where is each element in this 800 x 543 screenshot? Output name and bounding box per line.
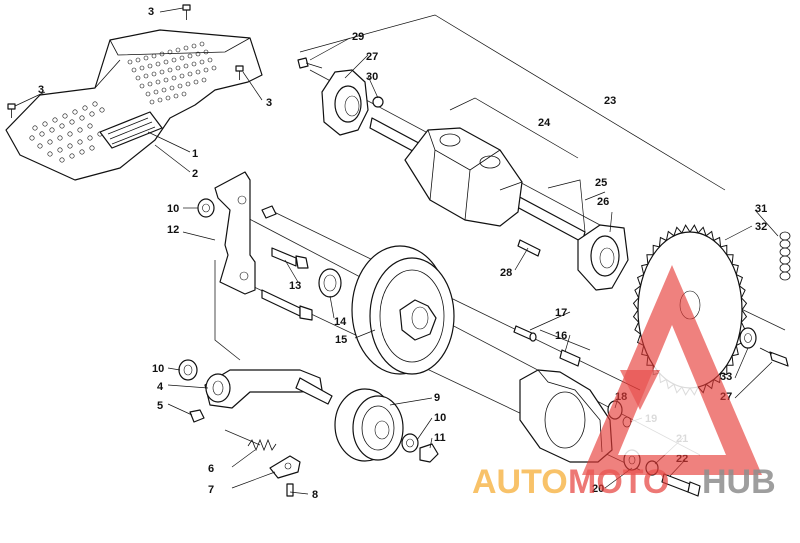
watermark: AUTO MOTO HUB xyxy=(472,265,776,501)
pin-8 xyxy=(286,483,294,497)
callout-29: 29 xyxy=(352,31,364,43)
sprocket-tooth xyxy=(681,224,691,234)
bracket-plate xyxy=(214,171,277,295)
callout-4: 4 xyxy=(157,381,164,393)
callout-3-left: 3 xyxy=(38,84,44,96)
nut-30 xyxy=(372,96,384,108)
watermark-triangle-inner xyxy=(618,325,726,455)
callout-15: 15 xyxy=(335,334,347,346)
callout-3-right: 3 xyxy=(266,97,272,109)
sprocket-tooth xyxy=(741,309,748,323)
skid-plate xyxy=(5,29,263,181)
callout-12: 12 xyxy=(167,224,179,236)
callout-32: 32 xyxy=(755,221,767,233)
bushing-16a xyxy=(559,349,581,367)
callout-33: 33 xyxy=(720,371,732,383)
screw-3-right xyxy=(235,65,244,80)
sprocket-tooth xyxy=(632,297,639,311)
nut-5 xyxy=(189,409,205,423)
watermark-hub: HUB xyxy=(702,463,776,501)
watermark-triangle-gap xyxy=(620,370,660,410)
screw-3-top xyxy=(182,4,191,20)
callout-23: 23 xyxy=(604,95,616,107)
washer-10-top xyxy=(197,198,215,218)
callout-20: 20 xyxy=(592,483,604,495)
assembly-bracket-23 xyxy=(299,14,726,191)
drive-wheel xyxy=(351,245,455,375)
decal xyxy=(99,111,163,149)
callout-24: 24 xyxy=(538,117,551,129)
sprocket-tooth xyxy=(634,321,641,335)
assembly-bracket-24 xyxy=(449,97,579,159)
drive-sprocket-hub-24 xyxy=(404,127,523,227)
callout-25: 25 xyxy=(595,177,607,189)
callout-28: 28 xyxy=(500,267,512,279)
callout-9: 9 xyxy=(434,392,440,404)
callout-10-top: 10 xyxy=(167,203,179,215)
callout-10-left: 10 xyxy=(152,363,164,375)
bearing-housing-27-upper xyxy=(321,69,369,136)
idler-wheel xyxy=(334,388,404,462)
callout-27-top: 27 xyxy=(366,51,378,63)
callout-17: 17 xyxy=(555,307,567,319)
callout-10-right: 10 xyxy=(434,412,446,424)
idler-arm xyxy=(204,369,333,409)
washer-10-right xyxy=(401,433,419,453)
bolt-29 xyxy=(297,57,323,69)
watermark-auto: AUTO xyxy=(472,463,568,501)
pin-17 xyxy=(513,325,537,342)
sprocket-tooth xyxy=(632,309,639,323)
bolt-13-lower xyxy=(261,289,313,321)
bolt-22 xyxy=(661,473,701,497)
sprocket-tooth xyxy=(634,285,641,299)
adjuster-plate-7 xyxy=(269,455,301,479)
callout-31: 31 xyxy=(755,203,767,215)
callout-2: 2 xyxy=(192,168,198,180)
drive-chain-31 xyxy=(779,231,791,281)
callout-7: 7 xyxy=(208,484,214,496)
nut-11 xyxy=(419,443,439,463)
sprocket-tooth xyxy=(741,297,748,311)
bolt-13-upper xyxy=(271,247,309,269)
sprocket-tooth xyxy=(689,224,699,234)
callout-14: 14 xyxy=(334,316,347,328)
callout-30: 30 xyxy=(366,71,378,83)
key-28 xyxy=(517,239,541,257)
callout-5: 5 xyxy=(157,400,163,412)
watermark-moto: MOTO xyxy=(568,463,669,501)
washer-10-left xyxy=(178,359,198,381)
spacer-14 xyxy=(318,268,342,298)
callout-1: 1 xyxy=(192,148,198,160)
callout-16: 16 xyxy=(555,330,567,342)
callout-8: 8 xyxy=(312,489,318,501)
spring-6 xyxy=(247,438,277,452)
callout-26: 26 xyxy=(597,196,609,208)
assembly-bracket-25 xyxy=(547,179,586,233)
callout-13: 13 xyxy=(289,280,301,292)
bearing-housing-26 xyxy=(577,224,629,291)
callout-11: 11 xyxy=(434,432,446,444)
sprocket-tooth xyxy=(739,285,746,299)
perforation-pattern xyxy=(29,41,217,163)
callout-3-top: 3 xyxy=(148,6,154,18)
callout-6: 6 xyxy=(208,463,214,475)
washer-33 xyxy=(739,327,757,349)
screw-3-left xyxy=(7,103,16,118)
bolt-27-right xyxy=(759,347,789,367)
